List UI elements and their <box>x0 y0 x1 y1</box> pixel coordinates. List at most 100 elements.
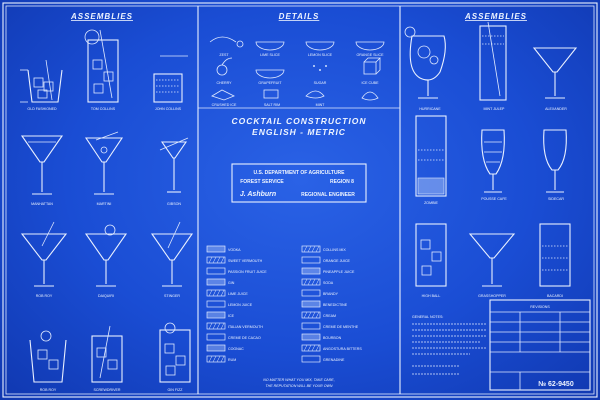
drink-label: GIBSON <box>167 202 181 206</box>
martini-glass <box>84 131 124 195</box>
agency-forest-service: FOREST SERVICE <box>240 179 284 185</box>
signature: J. Ashburn <box>240 191 276 198</box>
crushed-ice-icon <box>211 89 235 101</box>
legend-label: ORANGE JUICE <box>323 259 351 263</box>
drawing-subtitle: ENGLISH - METRIC <box>252 127 346 137</box>
footer-note-line1: NO MATTER WHAT YOU MIX, TAKE CARE, <box>263 378 334 382</box>
agency-regional-engineer: REGIONAL ENGINEER <box>301 192 355 198</box>
legend-swatch <box>206 311 226 319</box>
drink-label: BACARDI <box>547 294 563 298</box>
drink-label: ROB ROY <box>40 388 57 392</box>
daiquiri-glass <box>84 224 128 287</box>
legend-label: LEMON JUICE <box>228 303 253 307</box>
revision-block: REVISIONS № 62-9450 <box>489 299 591 391</box>
gin-fizz-glass <box>159 322 191 383</box>
drink-label: ZOMBIE <box>424 201 438 205</box>
drink-label: MARTINI <box>97 202 112 206</box>
alexander-glass <box>532 47 578 99</box>
legend-label: SODA <box>323 281 334 285</box>
rocks-glass <box>29 330 67 383</box>
legend-swatch <box>301 289 321 297</box>
legend-label: GIN <box>228 281 235 285</box>
drawing-number: № 62-9450 <box>538 380 574 388</box>
general-notes: GENERAL NOTES: <box>412 315 486 375</box>
legend-label: PASSION FRUIT JUICE <box>228 270 267 274</box>
legend-label: ITALIAN VERMOUTH <box>228 325 263 329</box>
agency-stamp: U.S. DEPARTMENT OF AGRICULTURE FOREST SE… <box>231 163 367 203</box>
screwdriver-glass <box>91 325 123 383</box>
drink-label: OLD FASHIONED <box>27 107 57 111</box>
drink-label: TOM COLLINS <box>91 107 116 111</box>
legend-swatch <box>206 278 226 286</box>
legend-label: BRANDY <box>323 292 339 296</box>
general-notes-title: GENERAL NOTES: <box>412 315 443 319</box>
inner-border <box>5 5 595 395</box>
detail-label: GRAPEFRUIT <box>258 81 282 85</box>
drink-label: ALEXANDER <box>545 107 567 111</box>
legend-swatch <box>206 267 226 275</box>
drink-label: MANHATTAN <box>31 202 53 206</box>
legend-swatch <box>301 267 321 275</box>
drink-label: SCREWDRIVER <box>94 388 121 392</box>
legend-label: LIME JUICE <box>228 292 248 296</box>
detail-label: LIME SLICE <box>260 53 280 57</box>
john-collins-glass <box>153 55 188 103</box>
detail-label: CHERRY <box>216 81 232 85</box>
gibson-glass <box>159 137 189 193</box>
detail-label: SUGAR <box>314 81 327 85</box>
legend-swatch <box>301 256 321 264</box>
drink-label: JOHN COLLINS <box>155 107 182 111</box>
tom-collins-glass <box>84 29 119 103</box>
zest-icon <box>209 36 244 48</box>
pousse-cafe-glass <box>481 129 505 193</box>
legend-swatch <box>301 322 321 330</box>
lemon-slice-icon <box>305 41 335 51</box>
legend-swatch <box>206 333 226 341</box>
sidecar-glass <box>543 129 567 193</box>
detail-label: SALT RIM <box>264 103 280 107</box>
legend-label: RUM <box>228 358 236 362</box>
footer-note-line2: THE REPUTATION WILL BE YOUR OWN <box>265 384 332 388</box>
drink-label: MINT JULEP <box>484 107 506 111</box>
detail-label: CRUSHED ICE <box>212 103 237 107</box>
zombie-glass <box>415 115 447 197</box>
legend-label: CREME DE MENTHE <box>323 325 359 329</box>
legend-label: ANGOSTURA BITTERS <box>323 347 362 351</box>
section-title-assemblies-left: ASSEMBLIES <box>70 12 133 21</box>
details-panel: ZEST LIME SLICE LEMON SLICE ORANGE SLICE… <box>209 36 385 107</box>
legend-label: PINEAPPLE JUICE <box>323 270 355 274</box>
stinger-glass <box>150 221 194 287</box>
legend-label: COGNAC <box>228 347 244 351</box>
detail-label: ORANGE SLICE <box>357 53 385 57</box>
detail-label: ZEST <box>219 53 229 57</box>
grasshopper-glass <box>468 233 516 287</box>
legend-swatch <box>206 300 226 308</box>
detail-label: LEMON SLICE <box>308 53 333 57</box>
legend-label: GRENADINE <box>323 358 345 362</box>
legend-swatch <box>301 333 321 341</box>
orange-slice-icon <box>355 41 385 51</box>
section-title-details: DETAILS <box>279 12 320 21</box>
drink-label: POUSSE CAFE <box>481 197 507 201</box>
drink-label: STINGER <box>164 294 180 298</box>
lime-slice-icon <box>255 41 285 51</box>
drink-label: GIN FIZZ <box>168 388 184 392</box>
drink-label: SIDECAR <box>548 197 564 201</box>
drink-label: HURRICANE <box>419 107 441 111</box>
mint-icon <box>305 90 379 101</box>
rob-roy-glass <box>20 221 68 287</box>
legend-label: CREME DE CACAO <box>228 336 261 340</box>
legend-label: VODKA <box>228 248 241 252</box>
hurricane-glass <box>404 26 446 99</box>
detail-label: MINT <box>316 103 326 107</box>
high-ball-glass <box>415 223 447 287</box>
mint-julep-glass <box>479 21 507 101</box>
old-fashioned-glass <box>20 59 63 103</box>
bacardi-glass <box>539 223 571 287</box>
drink-label: HIGH BALL <box>422 294 441 298</box>
legend-swatch <box>206 344 226 352</box>
